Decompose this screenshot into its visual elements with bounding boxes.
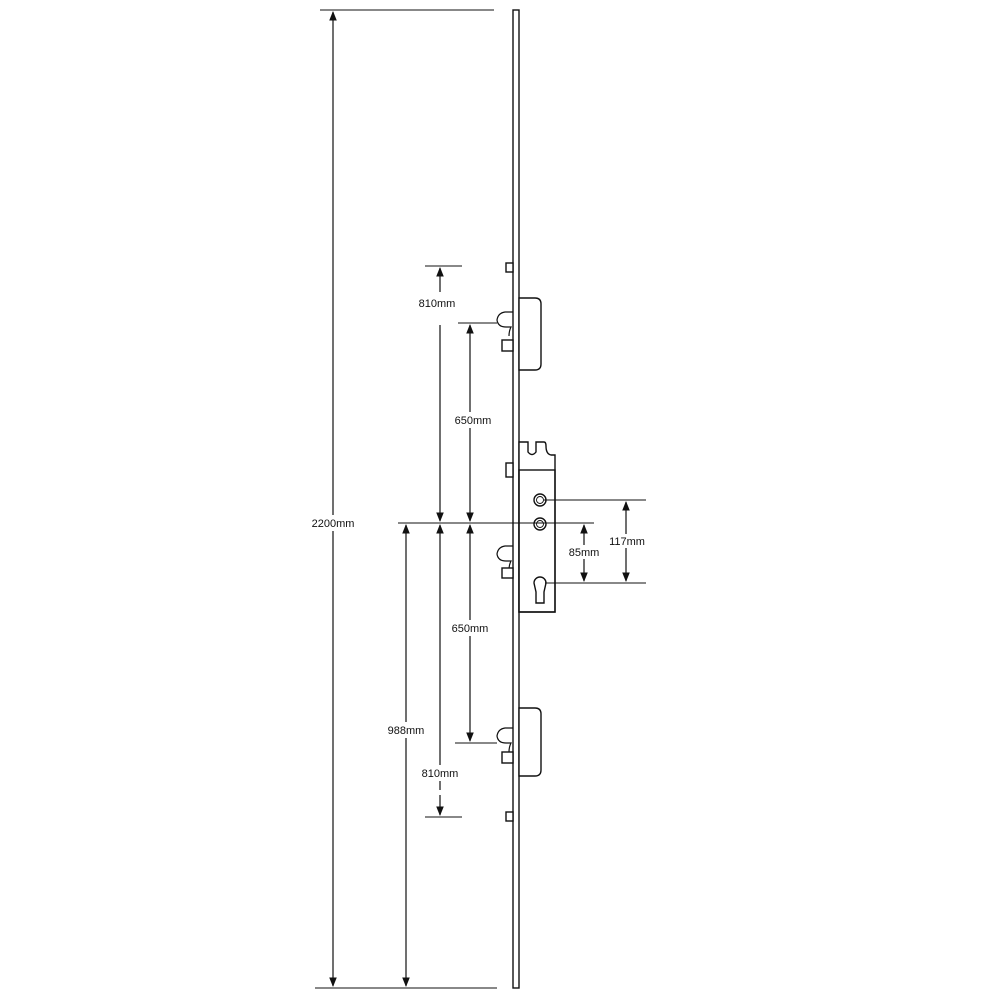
centre-roller bbox=[501, 567, 514, 579]
label-lower-roller-distance: 650mm bbox=[452, 623, 489, 635]
centre-hook-claw bbox=[496, 545, 513, 571]
label-lower-hook-distance: 810mm bbox=[422, 768, 459, 780]
label-upper-hook-distance: 810mm bbox=[419, 298, 456, 310]
label-overall-height: 2200mm bbox=[312, 518, 355, 530]
spindle-hole-lower bbox=[533, 517, 547, 531]
keyhole-cylinder bbox=[533, 576, 547, 604]
faceplate-tab-bottom bbox=[505, 811, 514, 822]
upper-roller bbox=[501, 339, 514, 352]
upper-hook-claw bbox=[496, 311, 513, 337]
lower-hook-claw bbox=[496, 727, 513, 753]
lower-hook-body bbox=[518, 707, 542, 777]
faceplate bbox=[512, 9, 520, 989]
lower-roller bbox=[501, 751, 514, 764]
label-upper-roller-distance: 650mm bbox=[455, 415, 492, 427]
label-85mm: 85mm bbox=[569, 547, 600, 559]
faceplate-tab-gearbox bbox=[505, 462, 514, 478]
faceplate-tab-top bbox=[505, 262, 514, 273]
label-117mm: 117mm bbox=[609, 536, 645, 548]
upper-hook-body bbox=[518, 297, 542, 371]
label-handle-height: 988mm bbox=[388, 725, 425, 737]
gearbox-case bbox=[518, 469, 556, 613]
